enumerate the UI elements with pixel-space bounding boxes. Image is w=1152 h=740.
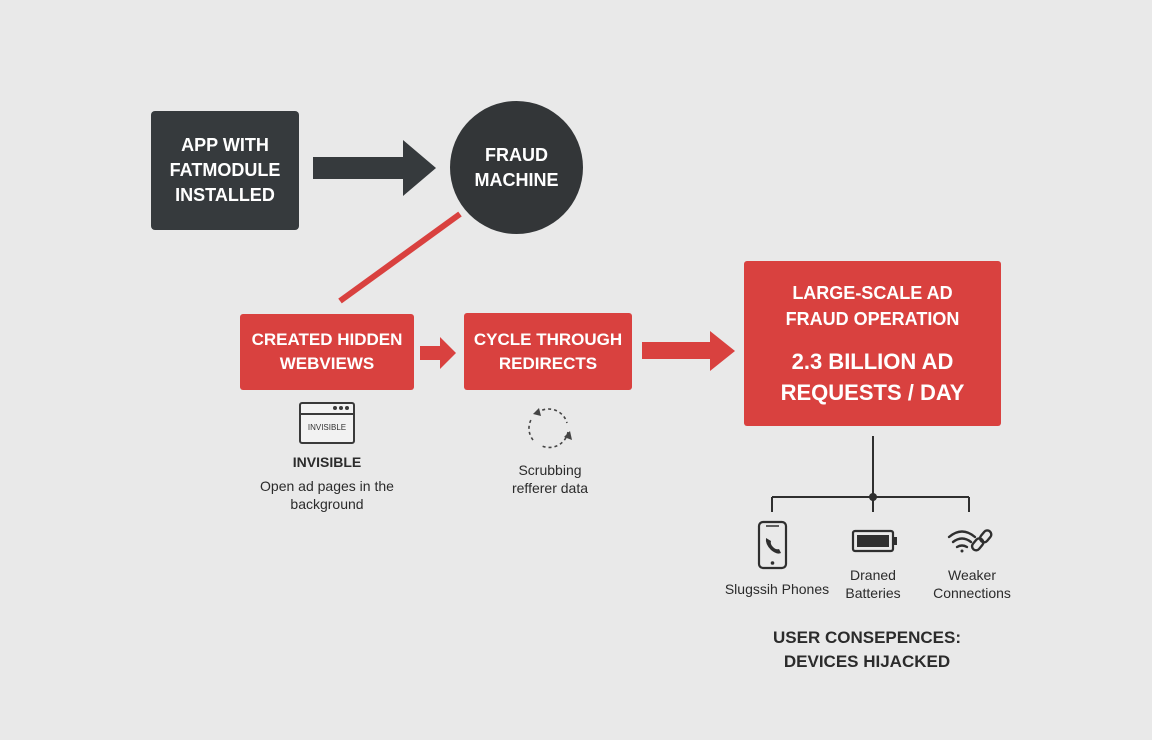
redirects-line-2: REDIRECTS: [498, 353, 598, 373]
consequences-summary: USER CONSEPENCES: DEVICES HIJACKED: [750, 626, 984, 674]
webviews-line-2: WEBVIEWS: [279, 354, 375, 373]
consequences-tree-connector: [771, 436, 970, 512]
invisible-description: Open ad pages in the background: [232, 477, 422, 513]
window-label: INVISIBLE: [307, 423, 347, 432]
operation-stat-line-2: REQUESTS / DAY: [780, 379, 965, 405]
arrow-redirects-to-operation: [642, 331, 735, 371]
scrubbing-description: Scrubbing refferer data: [480, 461, 620, 497]
consequence-3-line-2: Connections: [933, 585, 1011, 601]
operation-title: LARGE-SCALE AD FRAUD OPERATION: [781, 280, 965, 332]
browser-window-icon: INVISIBLE: [299, 402, 355, 444]
arrow-webviews-to-redirects: [420, 337, 456, 369]
summary-line-1: USER CONSEPENCES:: [773, 628, 961, 647]
consequence-2-line-1: Draned: [850, 567, 896, 583]
consequence-sluggish-phones: Slugssih Phones: [716, 580, 838, 598]
wifi-link-icon: [947, 529, 993, 553]
consequence-3-line-1: Weaker: [948, 567, 996, 583]
cycle-redirects-box: CYCLE THROUGH REDIRECTS: [464, 313, 632, 390]
app-box-line-1: APP WITH: [181, 135, 269, 155]
app-box-line-3: INSTALLED: [175, 185, 275, 205]
operation-stat: 2.3 BILLION AD REQUESTS / DAY: [781, 346, 965, 408]
operation-title-line-1: LARGE-SCALE AD: [792, 282, 953, 303]
consequence-drained-batteries: Draned Batteries: [830, 566, 916, 602]
cycle-arrows-icon: [528, 408, 572, 449]
phone-icon: [757, 520, 788, 570]
consequence-weaker-connections: Weaker Connections: [922, 566, 1022, 602]
invisible-desc-line-1: Open ad pages in the: [260, 478, 394, 494]
arrow-app-to-fraud-machine: [313, 140, 436, 196]
connector-webviews-to-fraud-machine: [338, 211, 462, 304]
scrubbing-line-1: Scrubbing: [518, 462, 582, 478]
battery-icon: [851, 529, 897, 553]
hidden-webviews-box: CREATED HIDDEN WEBVIEWS: [240, 314, 414, 390]
invisible-heading: INVISIBLE: [292, 454, 362, 470]
consequence-2-line-2: Batteries: [845, 585, 901, 601]
scrubbing-line-2: refferer data: [511, 480, 588, 496]
fraud-operation-box: LARGE-SCALE AD FRAUD OPERATION 2.3 BILLI…: [744, 261, 1001, 426]
redirects-line-1: CYCLE THROUGH: [473, 329, 623, 349]
app-with-fatmodule-box: APP WITH FATMODULE INSTALLED: [151, 111, 299, 230]
app-box-line-2: FATMODULE: [169, 160, 281, 180]
invisible-desc-line-2: background: [290, 496, 364, 512]
summary-line-2: DEVICES HIJACKED: [783, 652, 951, 671]
webviews-line-1: CREATED HIDDEN: [251, 330, 403, 349]
consequence-1-line-1: Slugssih Phones: [724, 581, 830, 597]
window-titlebar: [301, 404, 353, 415]
fraud-machine-node: FRAUD MACHINE: [450, 101, 583, 234]
operation-title-line-2: FRAUD OPERATION: [785, 308, 960, 329]
operation-stat-line-1: 2.3 BILLION AD: [791, 348, 954, 374]
fraud-machine-line-2: MACHINE: [474, 169, 559, 190]
fraud-machine-line-1: FRAUD: [485, 144, 548, 165]
